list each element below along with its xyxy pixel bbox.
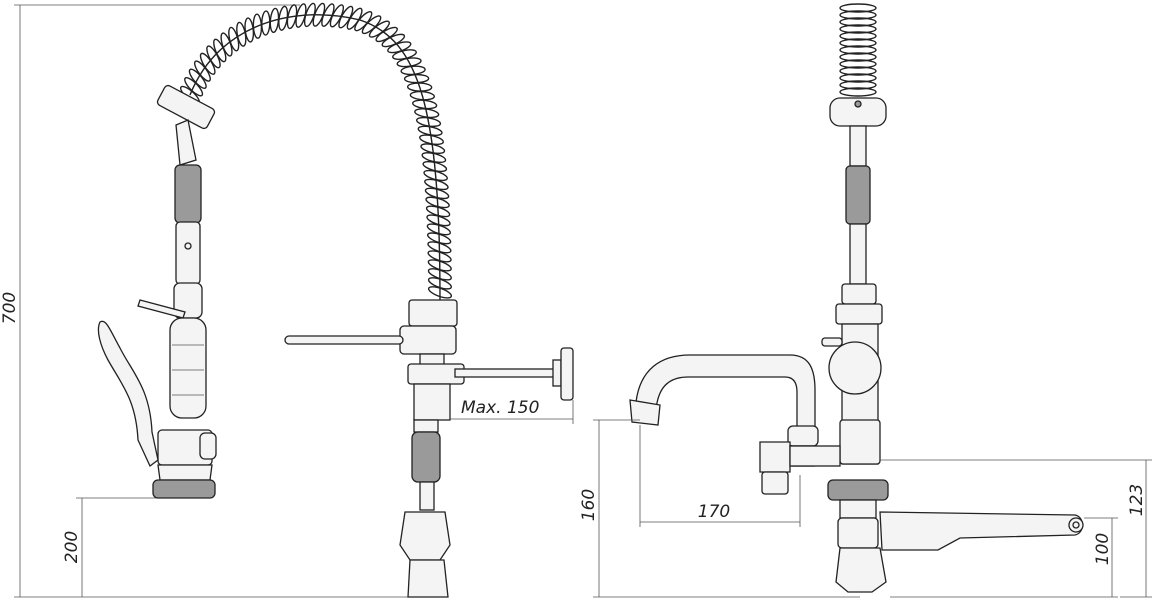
- spring-coil: [839, 80, 877, 90]
- outlet-height-label: 123: [1127, 484, 1147, 516]
- spring-coil: [839, 52, 877, 62]
- left-view: 700 200: [0, 2, 574, 598]
- dimension-base-height: 200: [62, 497, 165, 597]
- spring-coil: [839, 24, 877, 34]
- spray-head: [97, 84, 217, 499]
- spring-coil: [839, 73, 877, 83]
- pillar-assembly: [284, 299, 574, 598]
- spring-coil: [839, 87, 877, 97]
- spring-coil-arc: [189, 14, 441, 301]
- lever-height-label: 100: [1093, 533, 1113, 565]
- dimension-spout-reach: 170: [639, 425, 801, 527]
- dimension-arm-reach: Max. 150: [450, 398, 574, 424]
- spring-coil: [839, 45, 877, 55]
- spring-coil: [427, 286, 453, 299]
- right-view: 160 170 100 123: [579, 3, 1152, 598]
- spring-coil: [839, 31, 877, 41]
- vertical-spring: [839, 3, 877, 97]
- dimension-lever-height: 100: [890, 517, 1118, 598]
- spring-coil: [839, 10, 877, 20]
- wall-spout: [629, 354, 841, 495]
- spring-coil: [839, 59, 877, 69]
- spout-reach-label: 170: [698, 502, 730, 522]
- dimension-overall-height: 700: [0, 4, 440, 598]
- spring-coil: [839, 17, 877, 27]
- spring-coil: [839, 3, 877, 13]
- overall-height-label: 700: [0, 292, 20, 324]
- dimension-spout-height: 160: [579, 419, 860, 598]
- spring-coils: [179, 2, 453, 299]
- right-pillar: [821, 97, 889, 593]
- dimension-outlet-height: 123: [880, 459, 1152, 598]
- arm-reach-label: Max. 150: [461, 398, 539, 418]
- spring-coil: [839, 66, 877, 76]
- spout-height-label: 160: [579, 489, 599, 521]
- elbow-lever: [879, 511, 1084, 551]
- spring-coil: [839, 38, 877, 48]
- base-height-label: 200: [62, 531, 82, 563]
